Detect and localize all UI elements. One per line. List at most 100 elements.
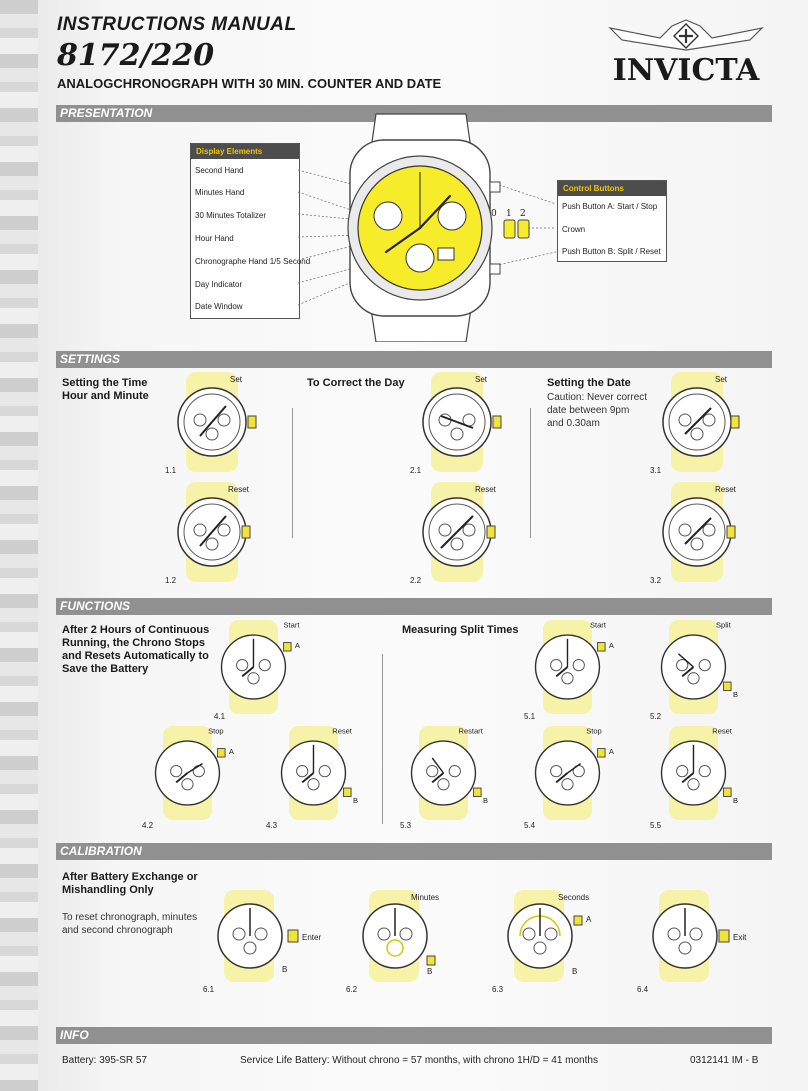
settings-time-title: Setting the Time Hour and Minute [62,377,149,402]
control-item: Push Button B: Split / Reset [562,247,661,256]
calibration-title: After Battery Exchange or Mishandling On… [62,871,198,896]
battery-info: Battery: 395-SR 57 [62,1055,148,1066]
display-item: Second Hand [195,166,244,175]
exit-label: Exit [733,933,747,942]
stop-label: Stop [208,727,223,736]
step-number: 4.3 [266,821,278,830]
split-label: Split [716,621,732,630]
control-buttons-box: Control Buttons Push Button A: Start / S… [557,180,667,262]
watch-step-3-2: Reset [662,482,737,582]
button-b-label: B [483,796,488,805]
restart-label: Restart [459,727,484,736]
stop-label: Stop [586,727,601,736]
control-buttons-title: Control Buttons [558,181,666,196]
step-number: 1.2 [165,576,177,585]
set-label: Set [715,375,728,384]
step-number: 5.1 [524,712,536,721]
step-number: 6.1 [203,985,215,994]
watch-step-1-1: Set [177,372,257,472]
start-label: Start [284,621,301,630]
crown-position-1: 1 [506,209,512,219]
button-a-label: A [295,641,300,650]
control-item: Push Button A: Start / Stop [562,202,658,211]
watch-step-2-1: Set [422,372,502,472]
step-number: 5.4 [524,821,536,830]
watch-step-6-4: Exit [652,890,747,982]
step-number: 1.1 [165,466,177,475]
document-code: 0312141 IM - B [690,1055,759,1066]
button-a-label: A [229,747,234,756]
step-number: 3.1 [650,466,662,475]
brand-logo: INVICTA [608,19,764,86]
display-elements-box: Display Elements Second Hand Minutes Han… [190,143,310,319]
start-label: Start [590,621,607,630]
settings-date-caution: Caution: Never correct date between 9pm … [547,392,648,429]
functions-divider [382,654,383,824]
display-item: Minutes Hand [195,188,245,197]
seconds-label: Seconds [558,893,589,902]
document-subtitle: ANALOGCHRONOGRAPH WITH 30 MIN. COUNTER A… [57,76,442,91]
settings-divider [530,408,531,538]
settings-day-title: To Correct the Day [307,377,405,389]
step-number: 6.2 [346,985,358,994]
display-item: Chronographe Hand 1/5 Second [195,257,311,266]
button-b-label: B [427,967,432,976]
button-b-label: B [733,796,738,805]
reset-label: Reset [715,485,737,494]
display-item: Hour Hand [195,234,234,243]
model-number: 8172/220 [57,38,215,73]
brand-name: INVICTA [613,53,760,86]
step-number: 5.2 [650,712,662,721]
step-number: 6.3 [492,985,504,994]
left-decor-stripe [0,0,38,1091]
reset-label: Reset [475,485,497,494]
settings-date-title: Setting the Date [547,377,631,389]
reset-label: Reset [228,485,250,494]
set-label: Set [475,375,488,384]
step-number: 4.2 [142,821,154,830]
section-functions: FUNCTIONS [56,598,772,615]
step-number: 4.1 [214,712,226,721]
watch-step-3-1: Set [662,372,740,472]
enter-label: Enter [302,933,321,942]
display-item: Day Indicator [195,280,243,289]
set-label: Set [230,375,243,384]
document-title: INSTRUCTIONS MANUAL [57,14,297,35]
watch-step-2-2: Reset [422,482,497,582]
step-number: 5.5 [650,821,662,830]
button-b-label: B [572,967,577,976]
settings-divider [292,408,293,538]
display-elements-title: Display Elements [191,144,299,159]
step-number: 2.1 [410,466,422,475]
step-number: 2.2 [410,576,422,585]
reset-label: Reset [332,727,353,736]
watch-step-1-2: Reset [177,482,251,582]
button-a-label: A [609,747,614,756]
main-watch-illustration: 0 1 2 [298,113,557,342]
crown-position-2: 2 [520,209,526,219]
display-item: Date Window [195,302,243,311]
section-settings: SETTINGS [56,351,772,368]
calibration-note: To reset chronograph, minutes and second… [62,912,198,936]
button-a-label: A [586,915,592,924]
reset-label: Reset [712,727,733,736]
crown-position-0: 0 [491,209,497,219]
step-number: 3.2 [650,576,662,585]
minutes-label: Minutes [411,893,439,902]
section-calibration: CALIBRATION [56,843,772,860]
step-number: 5.3 [400,821,412,830]
service-life-info: Service Life Battery: Without chrono = 5… [240,1055,598,1066]
functions-auto-stop-title: After 2 Hours of Continuous Running, the… [62,624,210,675]
button-b-label: B [282,965,287,974]
section-info: INFO [56,1027,772,1044]
button-b-label: B [353,796,358,805]
